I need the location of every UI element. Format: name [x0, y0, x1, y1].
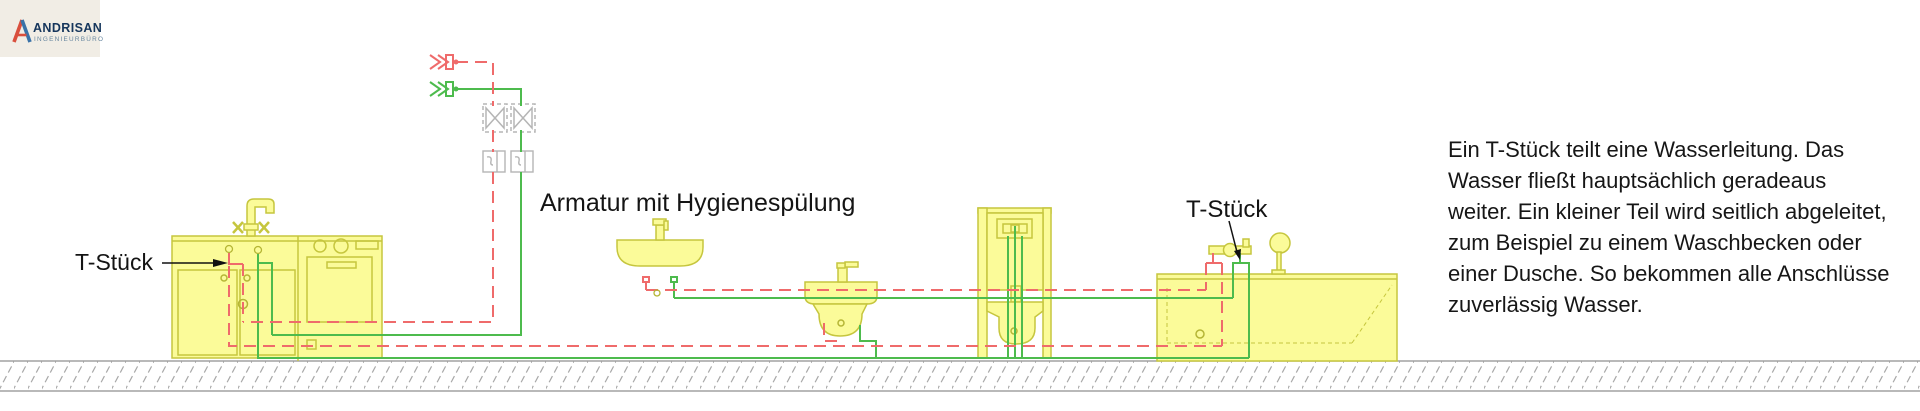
company-logo: ANDRISAN INGENIEURBÜRO	[0, 0, 103, 57]
logo-subtitle-text: INGENIEURBÜRO	[34, 36, 105, 43]
water-meters	[482, 150, 534, 173]
logo-brand-text: ANDRISAN	[33, 21, 103, 35]
connection-points	[224, 244, 661, 297]
supply-inlet-hot	[429, 54, 459, 70]
label-tstueck-left: T-Stück	[75, 249, 153, 275]
label-tstueck-right: T-Stück	[1186, 196, 1268, 223]
tstueck-arrow-left	[162, 259, 228, 267]
shutoff-valves	[482, 103, 536, 133]
explanation-paragraph: Ein T-Stück teilt eine Wasserleitung. Da…	[1448, 137, 1890, 317]
ground-hatch	[0, 360, 1920, 392]
logo-a-icon	[12, 19, 32, 43]
tstueck-arrow-right	[1228, 220, 1241, 260]
hot-water-pipes	[228, 61, 1223, 347]
wall-basin	[616, 218, 704, 267]
kitchen-faucet	[232, 198, 275, 237]
cold-water-pipes	[257, 88, 1250, 359]
pedestal-basin	[804, 261, 878, 337]
kitchen-sink-cabinet	[171, 235, 383, 361]
dishwasher	[306, 238, 379, 350]
label-armatur-hygienespuelung: Armatur mit Hygienespülung	[540, 189, 856, 217]
